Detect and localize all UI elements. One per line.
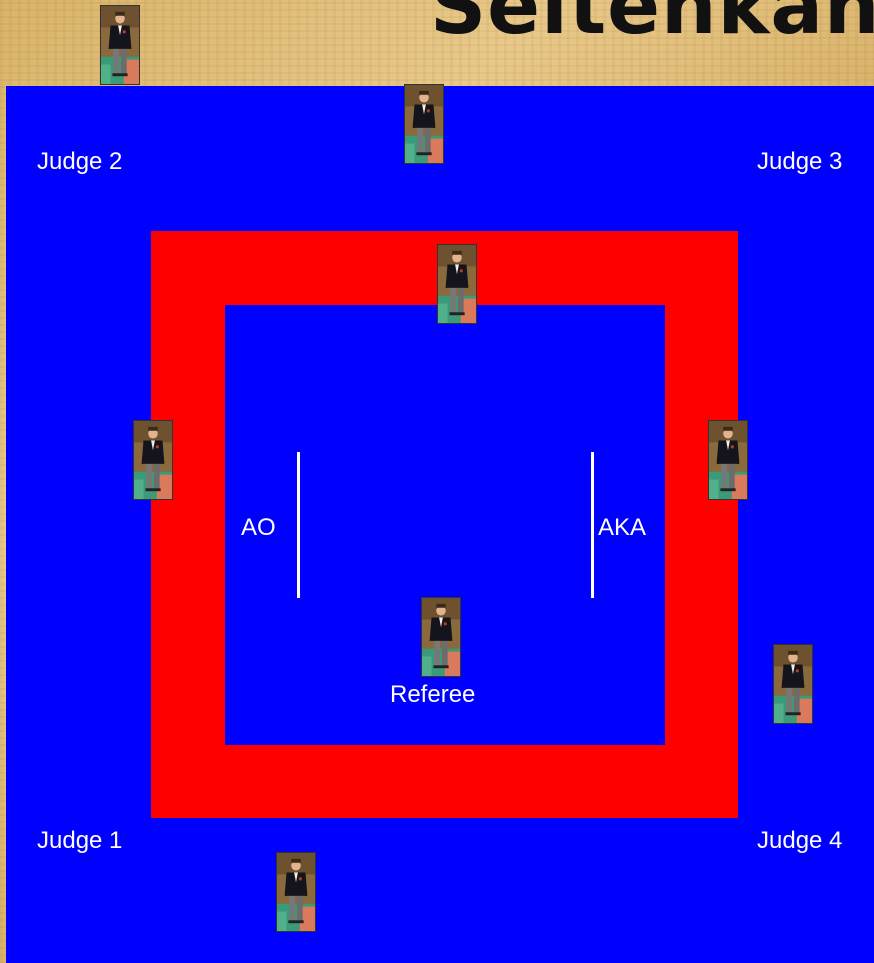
ao-label: AO bbox=[241, 516, 276, 540]
person-photo-icon bbox=[708, 420, 748, 500]
slide-title: Seitenkan bbox=[430, 0, 874, 52]
person-photo-icon bbox=[437, 244, 477, 324]
person-photo-icon bbox=[404, 84, 444, 164]
ao-line bbox=[297, 452, 300, 598]
referee-label: Referee bbox=[390, 683, 475, 707]
judge-3-label: Judge 3 bbox=[757, 150, 842, 174]
aka-line bbox=[591, 452, 594, 598]
person-photo-icon bbox=[276, 852, 316, 932]
person-photo-icon bbox=[421, 597, 461, 677]
person-photo-icon bbox=[133, 420, 173, 500]
person-photo-icon bbox=[100, 5, 140, 85]
aka-label: AKA bbox=[598, 516, 646, 540]
person-photo-icon bbox=[773, 644, 813, 724]
judge-1-label: Judge 1 bbox=[37, 829, 122, 853]
judge-4-label: Judge 4 bbox=[757, 829, 842, 853]
judge-2-label: Judge 2 bbox=[37, 150, 122, 174]
